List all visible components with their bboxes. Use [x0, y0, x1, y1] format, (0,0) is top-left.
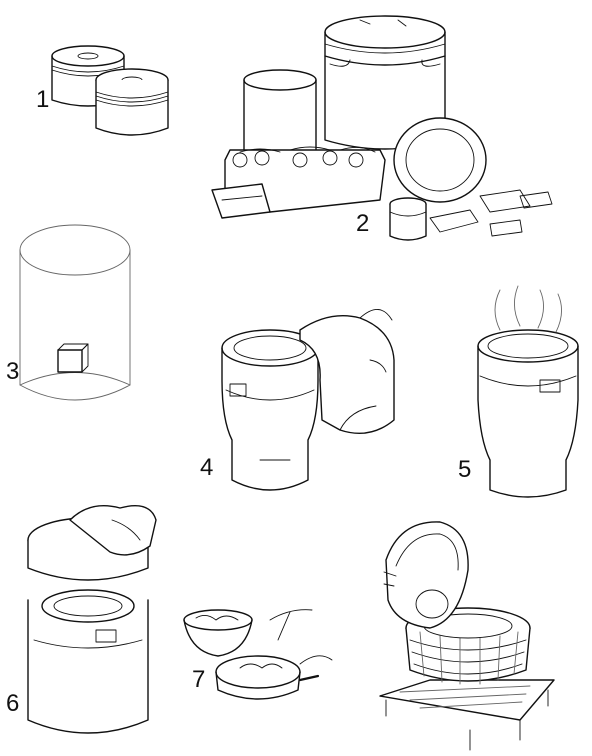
step-2-equipment — [211, 15, 553, 241]
step-number-3: 3 — [6, 358, 20, 385]
step-5-steam-pot — [477, 285, 579, 498]
step-number-4: 4 — [200, 454, 214, 481]
step-4-lining-pot — [221, 309, 395, 491]
step-number-5: 5 — [458, 456, 472, 483]
step-6-pouring — [27, 505, 157, 734]
step-7-bowl-pan — [183, 609, 333, 700]
step-number-1: 1 — [36, 86, 50, 113]
step-number-6: 6 — [6, 690, 20, 717]
step-8-haybox-on-table — [379, 521, 555, 751]
step-3-cylinder — [19, 224, 131, 401]
step-1-tins — [51, 45, 169, 136]
step-number-7: 7 — [192, 666, 206, 693]
step-number-2: 2 — [356, 210, 370, 237]
